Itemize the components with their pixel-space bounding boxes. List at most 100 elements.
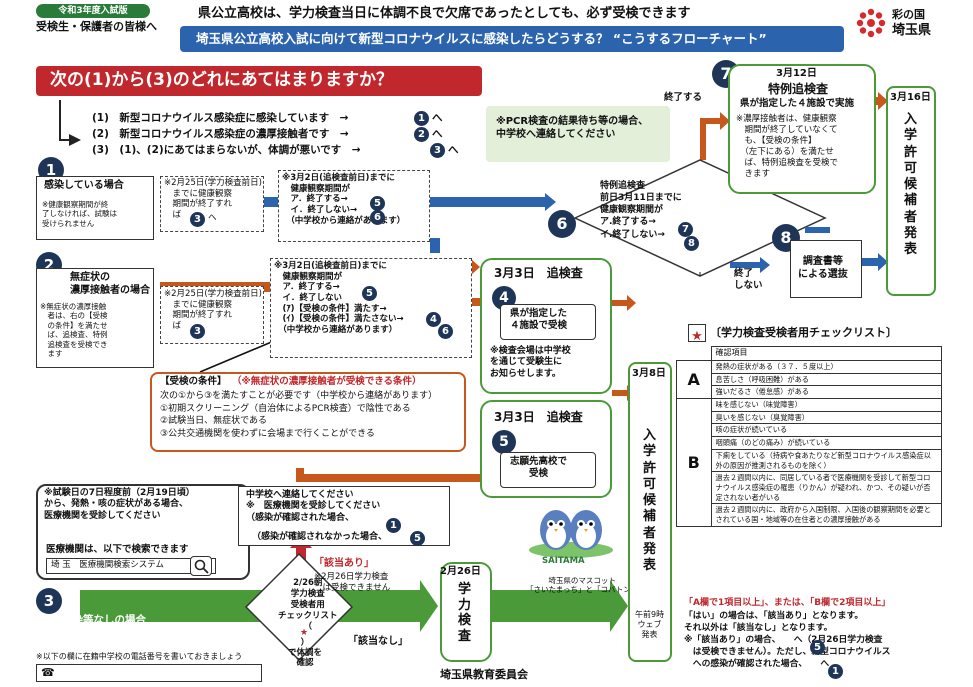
rule-target-1: 1 [828, 664, 843, 679]
case-2-box [36, 268, 154, 368]
case-2-right-4: 4 [426, 312, 441, 327]
checklist-prompt: 2/26朝 学力検査 受検者用 チェックリスト （ [278, 578, 338, 633]
option-1-suffix: へ [432, 112, 443, 124]
case-1-right-6: 6 [370, 210, 385, 225]
checklist-title-star-icon: ★ [691, 329, 703, 344]
logo-text-2: 埼玉県 [892, 23, 932, 38]
special-7-title: 特例追検査 [768, 82, 829, 96]
case-1-mid-suffix: へ [208, 213, 217, 223]
announce-316-box [886, 86, 936, 296]
checklist-rule-red: 「A欄で1項目以上」、または、「B欄で2項目以上」 [684, 598, 891, 608]
phone-field[interactable]: ☎ [36, 664, 262, 682]
option-2: (2) 新型コロナウイルス感染症の濃厚接触者です → [92, 128, 349, 140]
search-label: 医療機関は、以下で検索できます [46, 544, 189, 555]
case-1-title: 感染している場合 [44, 180, 124, 191]
a-item: 強いだるさ（倦怠感）がある [710, 385, 942, 399]
gaitou-nashi-label: 「該当なし」 [348, 636, 408, 647]
question-title: 次の(1)から(3)のどれにあてはまりますか？ [50, 70, 394, 90]
b-item: 過去２週間以内に、政府から入国制限、入国後の観察期間を必要とされている国・地域等… [710, 503, 942, 527]
checklist-diamond [244, 552, 354, 662]
checklist-title: 〔学力検査受検者用チェックリスト〕 [710, 326, 897, 339]
a-item: 発熱の症状がある（３７．５度以上） [710, 359, 942, 374]
announce-38-title: 入 学 許 可 候 補 者 発 表 [643, 428, 657, 573]
conditions-body: 次の①から③を満たすことが必要です（中学校から連絡があります） ①初期スクリーニ… [160, 391, 438, 439]
audience-label: 受検生・保護者の皆様へ [36, 20, 157, 33]
a-item: 息苦しさ（呼吸困難）がある [710, 372, 942, 387]
case-1-right-5: 5 [370, 196, 385, 211]
case-2-right-5: 5 [362, 286, 377, 301]
special-7-date: 3月12日 [776, 68, 817, 79]
rule-target-5: 5 [810, 640, 825, 655]
contact-text: 中学校へ連絡してください ※ 医療機関を受診してください （感染が確認された場合… [246, 490, 381, 523]
search-field[interactable]: 埼 玉 医療機関検索システム [46, 558, 216, 574]
banner-text: 埼玉県公立高校入試に向けて新型コロナウイルスに感染したらどうする？ “こうするフ… [196, 31, 767, 46]
case-1-mid: ※2月25日(学力検査前日) までに健康観察 期間が終了すれ ば [164, 178, 262, 220]
logo-text-1: 彩の国 [892, 8, 925, 21]
case-2-right: ※3月2日(追検査前日)までに 健康観察期間が ア．終了する→ イ．終了しない … [274, 261, 404, 335]
phone-icon: ☎ [41, 666, 55, 679]
case-1-right-box [278, 170, 430, 242]
case-2-mid-box [160, 286, 264, 344]
exam-box [440, 562, 492, 662]
special-7-box [728, 64, 876, 194]
conditions-box [150, 372, 466, 452]
announce-316-title: 入 学 許 可 候 補 者 発 表 [904, 112, 918, 257]
footer-org: 埼玉県教育委員会 [440, 668, 528, 681]
case-2-mid: ※2月25日(学力検査前日) までに健康観察 期間が終了すれ ば [164, 289, 262, 331]
symptom-note: ※試験日の7日程度前（2月19日頃） から、発熱・咳の症状がある場合、 医療機関… [44, 488, 195, 521]
re-exam-5-date: 3月3日 追検査 [494, 410, 583, 424]
contact-target-5: 5 [410, 531, 425, 546]
checklist-star-box: ★ [688, 324, 706, 344]
case-2-title: 無症状の 濃厚接触者の場合 [70, 272, 150, 296]
announce-38-box [628, 362, 672, 662]
checklist-header: 確認項目 [710, 346, 942, 361]
search-field-value: 埼 玉 医療機関検索システム [51, 560, 164, 570]
case-2-mid-target: 3 [190, 324, 205, 339]
case-2-right-box [270, 258, 472, 358]
pcr-note-box [486, 106, 670, 162]
label-not-end: 終了 しない [734, 268, 763, 291]
group-b-label: B [676, 397, 712, 527]
headline: 県公立高校は、学力検査当日に体調不良で欠席であったとしても、必ず受検できます [198, 6, 691, 21]
gaitou-ari-note: ※2月26日学力検査 は受検できません [314, 572, 391, 593]
special-6-body: 特例追検査 前日3月11日までに 健康観察期間が ア.終了する→ イ.終了しない… [600, 181, 682, 240]
case-2-right-6: 6 [438, 324, 453, 339]
option-3-target: 3 [430, 143, 445, 158]
special-7-sub: 県が指定した４施設で実施 [740, 98, 855, 109]
b-item: 臭いを感じない（臭覚障害） [710, 410, 942, 425]
year-badge: 令和3年度入試版 [36, 4, 150, 18]
option-1-target: 1 [414, 111, 429, 126]
conditions-red: （※無症状の濃厚接触者が受検できる条件） [232, 376, 422, 387]
checklist-star-icon: ★ [300, 628, 309, 638]
re-exam-4-date: 3月3日 追検査 [494, 266, 583, 280]
option-3: (3) (1)、(2)にあてはまらないが、体調が悪いです → [92, 144, 361, 156]
step-5-badge: 5 [492, 430, 516, 454]
case-1-mid-box [160, 176, 264, 232]
title-banner [180, 26, 844, 52]
announce-38-sub: 午前9時 ウェブ 発表 [635, 610, 665, 639]
selection-8-body: 調査書等 による選抜 [798, 256, 848, 280]
re-exam-5-body: 志願先高校で 受検 [510, 456, 568, 479]
phone-note: ※以下の欄に在籍中学校の電話番号を書いておきましょう [36, 652, 243, 661]
b-item: 味を感じない（味覚障害） [710, 397, 942, 412]
announce-316-date: 3月16日 [890, 92, 931, 103]
announce-38-date: 3月8日 [632, 368, 666, 379]
b-item: 過去２週間以内に、同居している者で医療機関を受診して新型コロナウイルス感染症の罹… [710, 471, 942, 505]
label-end: 終了する [664, 92, 703, 103]
option-2-suffix: へ [432, 128, 443, 140]
step-3-badge: 3 [36, 588, 62, 614]
b-item: 下痢をしている（持病や食あたりなど新型コロナウイルス感染症以外の原因が推測される… [710, 448, 942, 473]
contact-text-2: （感染が確認されなかった場合、 [252, 532, 388, 542]
question-banner [36, 66, 482, 96]
b-item: 咳の症状が続いている [710, 423, 942, 438]
re-exam-4-inner [500, 304, 596, 340]
search-icon[interactable] [190, 556, 212, 576]
exam-date: 2月26日 [440, 566, 481, 577]
case-2-body: ※無症状の濃厚接触 者は、右の【受検 の条件】を満たせ ば、追検査、特例 追検査… [40, 302, 108, 358]
prefecture-logo-icon [856, 8, 886, 38]
b-item: 咽頭痛（のどの痛み）が続いている [710, 436, 942, 450]
exam-title: 学 力 検 査 [458, 582, 472, 644]
mascot-illustration [526, 500, 616, 560]
case-1-right: ※3月2日(追検査前日)までに 健康観察期間が ア．終了する→ イ．終了しない→… [282, 173, 406, 226]
